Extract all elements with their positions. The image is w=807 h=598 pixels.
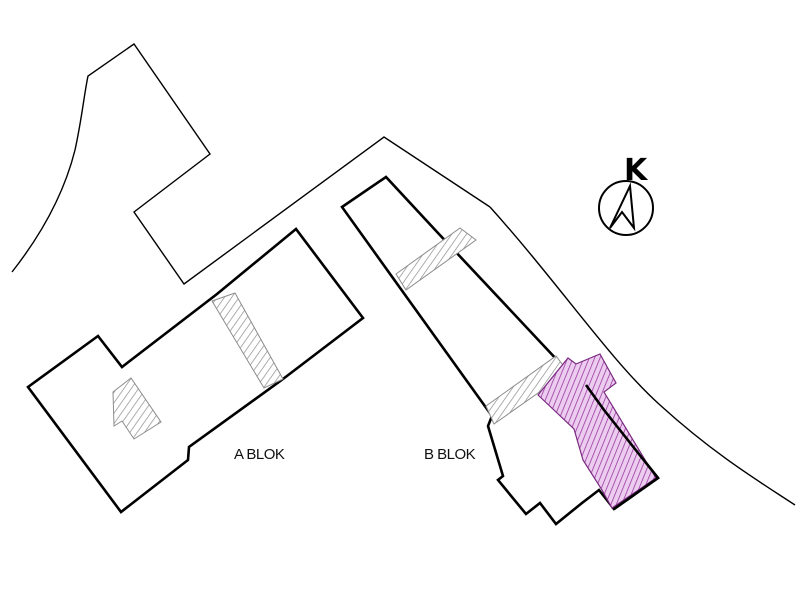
a-block-stair-hatch [112,377,162,440]
b-block-label: B BLOK [424,446,476,463]
a-block-connector-hatch [211,292,284,389]
north-letter: K [624,153,649,188]
b-block-extension-purple [537,353,657,509]
b-block-right-edge [584,384,660,511]
site-boundary-right [489,206,796,506]
a-block-label: A BLOK [234,446,285,463]
a-block-building [26,227,365,514]
north-arrow-icon: K [598,153,654,236]
b-block-upper-connector-hatch [395,227,477,291]
site-boundary-left [11,43,491,285]
